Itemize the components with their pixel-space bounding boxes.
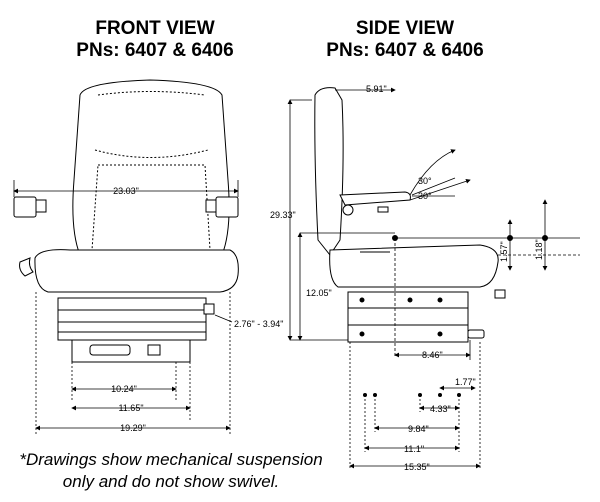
front-backrest bbox=[72, 79, 230, 256]
front-dimension-labels: 23.03" 2.76" - 3.94" 10.24" 11.65" 19.29… bbox=[111, 186, 283, 433]
side-dimension-lines bbox=[287, 87, 580, 470]
side-view-title-line2: PNs: 6407 & 6406 bbox=[326, 40, 484, 61]
side-dimension-labels: 5.91" 29.33" 30° 30° 12.05" 1.57" 1.18" … bbox=[270, 84, 544, 472]
dim-front-mount-outer: 11.65" bbox=[118, 403, 143, 413]
dim-front-overall-width: 19.29" bbox=[120, 423, 146, 433]
dim-side-slot-a: 1.77" bbox=[455, 377, 476, 387]
dim-front-mount-inner: 10.24" bbox=[111, 384, 137, 394]
dim-side-right-offset: 1.18" bbox=[534, 239, 544, 260]
front-dimension-lines bbox=[13, 180, 239, 435]
front-adjust-knob bbox=[89, 344, 131, 356]
dim-side-cushion: 1.57" bbox=[499, 241, 509, 262]
dim-side-slot-b: 4.33" bbox=[430, 404, 451, 414]
dim-front-width: 23.03" bbox=[113, 186, 139, 196]
side-view-title: SIDE VIEW PNs: 6407 & 6406 bbox=[300, 18, 510, 62]
side-mount-holes bbox=[363, 235, 548, 397]
dim-side-slot-c: 9.84" bbox=[408, 424, 429, 434]
side-seat-cushion bbox=[329, 244, 499, 288]
front-left-armrest bbox=[13, 196, 37, 218]
front-view-title-line2: PNs: 6407 & 6406 bbox=[76, 40, 234, 61]
front-right-armrest bbox=[215, 196, 239, 218]
side-seat-drawing bbox=[314, 87, 506, 343]
dim-front-height-adjust: 2.76" - 3.94" bbox=[234, 319, 283, 329]
dim-side-slot-d: 11.1" bbox=[404, 444, 424, 454]
side-armrest bbox=[339, 191, 411, 206]
front-headrest-seam bbox=[94, 149, 209, 158]
front-suspension-base bbox=[57, 297, 207, 341]
drawing-note: *Drawings show mechanical suspension onl… bbox=[6, 449, 336, 493]
dim-side-overall-depth: 15.35" bbox=[404, 462, 430, 472]
dim-side-armrest-up: 30° bbox=[418, 176, 432, 186]
front-view-title: FRONT VIEW PNs: 6407 & 6406 bbox=[40, 18, 270, 62]
front-seat-cushion bbox=[34, 249, 239, 293]
dim-side-headrest: 5.91" bbox=[366, 84, 387, 94]
drawing-note-line2: only and do not show swivel. bbox=[62, 472, 280, 491]
front-view-title-line1: FRONT VIEW bbox=[95, 18, 215, 39]
dim-side-armrest-down: 30° bbox=[418, 191, 432, 201]
dim-side-seat-height: 12.05" bbox=[306, 288, 332, 298]
side-view-title-line1: SIDE VIEW bbox=[355, 18, 455, 39]
side-backrest bbox=[314, 87, 344, 256]
dim-side-overall-height: 29.33" bbox=[270, 210, 296, 220]
front-seat-drawing bbox=[13, 79, 239, 363]
drawing-note-line1: *Drawings show mechanical suspension bbox=[19, 450, 323, 469]
dim-side-mount-depth: 8.46" bbox=[422, 350, 443, 360]
front-side-lever bbox=[19, 257, 34, 277]
